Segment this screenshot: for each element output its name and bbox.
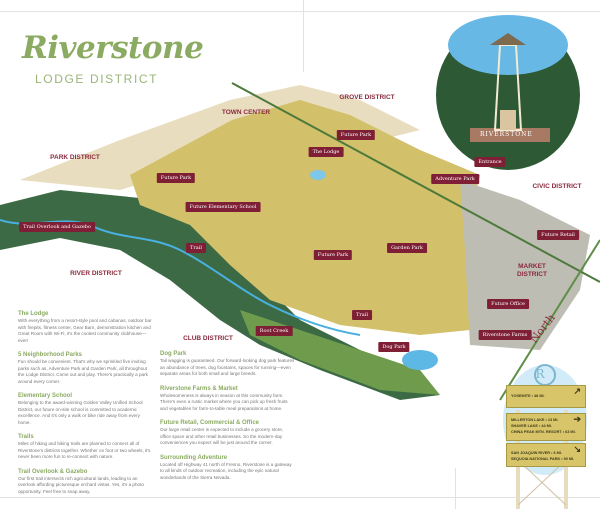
arrow-down-right-icon: ↘ xyxy=(573,444,581,454)
tag-dog-park[interactable]: Dog Park xyxy=(378,342,410,352)
tag-future-retail[interactable]: Future Retail xyxy=(537,230,579,240)
section-body: Located off Highway 41 north of Fresno, … xyxy=(160,461,292,480)
sign-text: SEQUOIA NATIONAL PARK • 90 MI. xyxy=(511,457,575,461)
sign-text: CHINA PEAK MTN. RESORT • 63 MI. xyxy=(511,430,576,434)
tower-illustration xyxy=(436,15,580,170)
tag-trail[interactable]: Trail xyxy=(352,310,372,320)
sign-text: SAN JOAQUIN RIVER • 6 MI. xyxy=(511,451,562,455)
tag-adventure-park[interactable]: Adventure Park xyxy=(431,174,479,184)
tag-root-creek[interactable]: Root Creek xyxy=(255,326,293,336)
section-heading: Elementary School xyxy=(18,393,73,399)
page-subtitle: LODGE DISTRICT xyxy=(35,72,159,86)
sign-board: MILLERTON LAKE • 13 MI. SHAVER LAKE • 44… xyxy=(506,413,586,441)
neighborhood-land xyxy=(130,100,480,335)
tag-the-lodge[interactable]: The Lodge xyxy=(308,147,344,157)
tag-trail[interactable]: Trail xyxy=(186,243,206,253)
section-body: Fun should be convenient. That's why we … xyxy=(18,359,148,384)
section-body: Our large retail center is expected to i… xyxy=(160,427,284,445)
section-heading: Dog Park xyxy=(160,351,187,357)
section-heading: Trail Overlook & Gazebo xyxy=(18,468,88,475)
section-heading: Trails xyxy=(18,434,34,440)
root-creek xyxy=(0,219,361,336)
section-heading: Riverstone Farms & Market xyxy=(160,385,238,392)
tag-entrance[interactable]: Entrance xyxy=(474,157,506,167)
section-body: Tail wagging is guaranteed. Our forward-… xyxy=(160,358,295,376)
tag-future-park[interactable]: Future Park xyxy=(156,173,196,183)
section-body: Belonging to the award-winning Golden Va… xyxy=(18,400,143,425)
section-heading: Surrounding Adventure xyxy=(160,454,228,461)
fold-line xyxy=(0,497,600,498)
fold-line xyxy=(455,468,456,509)
district-grove: GROVE DISTRICT xyxy=(339,94,395,101)
tag-future-office[interactable]: Future Office xyxy=(487,299,529,309)
tag-riverstone-farms[interactable]: Riverstone Farms xyxy=(478,330,532,340)
sign-text: MILLERTON LAKE • 13 MI. xyxy=(511,418,559,422)
district-civic: CIVIC DISTRICT xyxy=(532,183,582,190)
section-body: With everything from a resort-style pool… xyxy=(18,318,152,343)
fold-line xyxy=(0,11,600,12)
section-body: Miles of hiking and biking trails are pl… xyxy=(18,441,151,459)
page-title: Riverstone xyxy=(22,30,204,66)
sign-board: YOSEMITE • 48 MI. ↗ xyxy=(506,385,586,408)
section-body: Wholesomeness is always in season at thi… xyxy=(160,392,288,411)
sign-text: SHAVER LAKE • 44 MI. xyxy=(511,424,552,428)
east-road xyxy=(499,239,600,401)
district-river: RIVER DISTRICT xyxy=(70,270,122,277)
section-heading: 5 Neighborhood Parks xyxy=(18,352,83,358)
tag-garden-park[interactable]: Garden Park xyxy=(387,243,427,253)
section-heading: Future Retail, Commercial & Office xyxy=(160,420,260,426)
tag-future-park[interactable]: Future Park xyxy=(336,130,376,140)
tag-elementary-school[interactable]: Future Elementary School xyxy=(185,202,261,212)
district-park: PARK DISTRICT xyxy=(50,154,100,161)
pool xyxy=(310,170,326,180)
district-market: MARKET DISTRICT xyxy=(517,263,547,278)
arrow-up-right-icon: ↗ xyxy=(573,386,581,396)
district-town-center: TOWN CENTER xyxy=(221,109,271,116)
sign-text: YOSEMITE • 48 MI. xyxy=(511,394,545,398)
tower-sign: RIVERSTONE xyxy=(480,131,533,138)
pond xyxy=(402,350,438,370)
fold-line xyxy=(303,0,304,72)
tag-future-park[interactable]: Future Park xyxy=(313,250,353,260)
sign-board: SAN JOAQUIN RIVER • 6 MI. SEQUOIA NATION… xyxy=(506,443,586,467)
section-body: Our first trail intersects rich agricult… xyxy=(18,475,144,494)
arrow-right-icon: ➔ xyxy=(573,414,581,424)
tag-trail-overlook[interactable]: Trail Overlook and Gazebo xyxy=(19,222,95,232)
riverstone-logo: R xyxy=(535,367,545,381)
district-club: CLUB DISTRICT xyxy=(183,335,233,342)
section-heading: The Lodge xyxy=(18,311,49,317)
highway-road xyxy=(231,82,600,283)
